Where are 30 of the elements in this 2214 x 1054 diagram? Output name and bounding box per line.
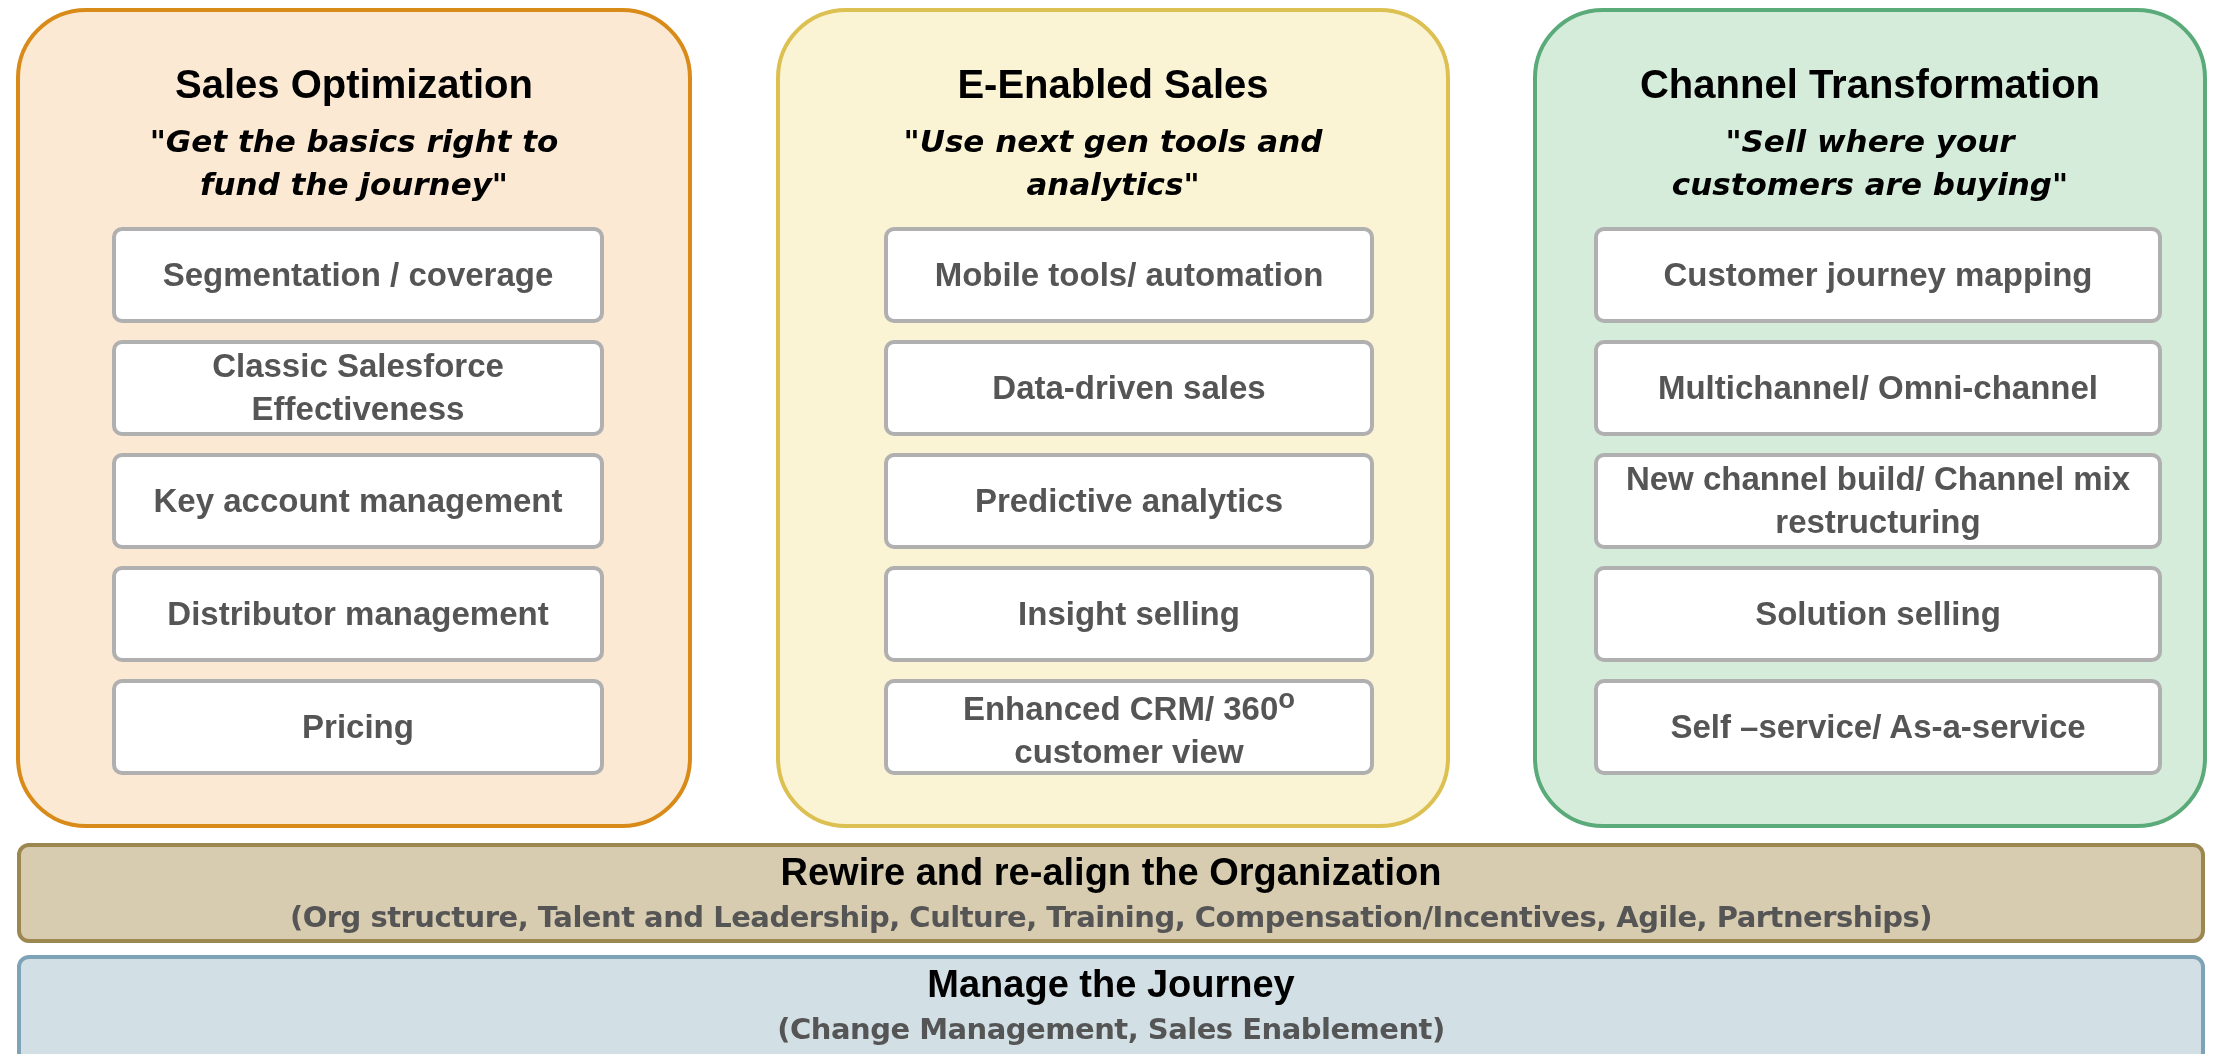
band-subtitle: (Org structure, Talent and Leadership, Culture, Training, Compensation/Incentives, Agile, Partnerships) bbox=[288, 900, 1934, 934]
pillar-heading: Sales Optimization bbox=[174, 62, 534, 107]
pillar-heading: E-Enabled Sales bbox=[956, 62, 1270, 107]
capability-box: Predictive analytics bbox=[884, 453, 1374, 549]
pillar-slogan: "Sell where your customers are buying" bbox=[1670, 122, 2070, 205]
pillar-panel bbox=[776, 8, 1450, 828]
pillar-panel bbox=[1533, 8, 2207, 828]
capability-box: Pricing bbox=[112, 679, 604, 775]
band-subtitle: (Change Management, Sales Enablement) bbox=[776, 1012, 1446, 1046]
capability-box: Insight selling bbox=[884, 566, 1374, 662]
capability-box: Segmentation / coverage bbox=[112, 227, 604, 323]
capability-box: Mobile tools/ automation bbox=[884, 227, 1374, 323]
capability-box: Key account management bbox=[112, 453, 604, 549]
capability-box: Self –service/ As-a-service bbox=[1594, 679, 2162, 775]
capability-box: Enhanced CRM/ 360$^{o}$ customer view bbox=[884, 679, 1374, 775]
foundation-band bbox=[17, 843, 2205, 943]
pillar-slogan: "Use next gen tools and analytics" bbox=[902, 122, 1324, 205]
capability-box: Multichannel/ Omni-channel bbox=[1594, 340, 2162, 436]
pillar-heading: Channel Transformation bbox=[1638, 62, 2102, 107]
capability-box: New channel build/ Channel mix restructuring bbox=[1594, 453, 2162, 549]
capability-box: Data-driven sales bbox=[884, 340, 1374, 436]
band-heading: Manage the Journey bbox=[926, 963, 1296, 1006]
capability-box: Solution selling bbox=[1594, 566, 2162, 662]
band-heading: Rewire and re-align the Organization bbox=[779, 851, 1443, 894]
capability-box: Distributor management bbox=[112, 566, 604, 662]
foundation-band bbox=[17, 955, 2205, 1054]
capability-box: Classic Salesforce Effectiveness bbox=[112, 340, 604, 436]
pillar-slogan: "Get the basics right to fund the journey" bbox=[148, 122, 560, 205]
pillar-panel bbox=[16, 8, 692, 828]
capability-box: Customer journey mapping bbox=[1594, 227, 2162, 323]
